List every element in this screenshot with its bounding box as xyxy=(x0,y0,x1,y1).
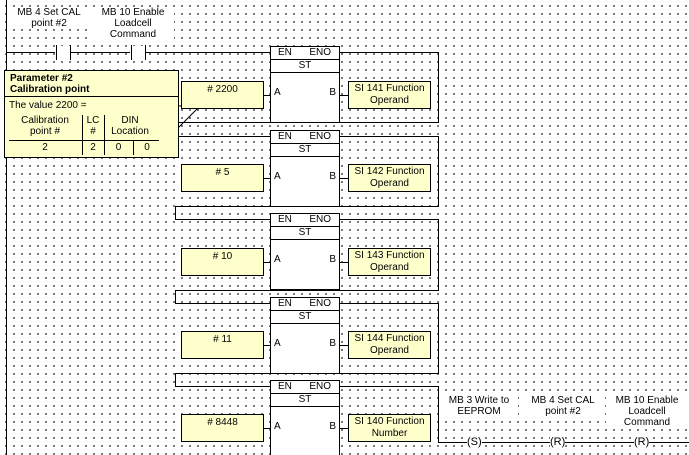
tooltip-header-lc: LC # xyxy=(86,115,100,137)
input-a-label: A xyxy=(274,171,281,182)
en-label: EN xyxy=(278,381,292,392)
en-label: EN xyxy=(278,131,292,142)
output-operand-box[interactable]: SI 143 Function Operand xyxy=(348,248,431,276)
output-b-label: B xyxy=(329,254,336,265)
input-value-box[interactable]: # 5 xyxy=(181,164,264,192)
parameter-tooltip: Parameter #2 Calibration point The value… xyxy=(4,70,179,158)
st-block-1[interactable]: EN ENO ST A B xyxy=(270,46,340,123)
block-name: ST xyxy=(271,226,339,240)
tooltip-value-lc: 2 xyxy=(90,142,96,153)
coil-reset-mb10[interactable]: (R) xyxy=(634,436,650,448)
tooltip-value-din: 0 xyxy=(115,142,122,153)
block-name: ST xyxy=(271,143,339,157)
st-block-5[interactable]: EN ENO ST A B xyxy=(270,380,340,455)
input-value-box[interactable]: # 11 xyxy=(181,331,264,359)
eno-label: ENO xyxy=(309,214,331,225)
tooltip-divider xyxy=(133,140,134,155)
tooltip-row-divider xyxy=(9,140,159,141)
block-name: ST xyxy=(271,59,339,73)
eno-label: ENO xyxy=(309,47,331,58)
tooltip-divider xyxy=(82,115,83,155)
en-label: EN xyxy=(278,214,292,225)
contact-mb10[interactable] xyxy=(130,44,146,60)
en-label: EN xyxy=(278,47,292,58)
tooltip-subtitle: Calibration point xyxy=(5,84,178,97)
eno-label: ENO xyxy=(309,131,331,142)
st-block-2[interactable]: EN ENO ST A B xyxy=(270,130,340,207)
st-block-4[interactable]: EN ENO ST A B xyxy=(270,297,340,374)
coil-label-mb4: MB 4 Set CAL point #2 xyxy=(524,395,602,417)
en-label: EN xyxy=(278,298,292,309)
input-a-label: A xyxy=(274,421,281,432)
tooltip-header-calibration: Calibration point # xyxy=(21,115,69,137)
tooltip-divider xyxy=(104,115,105,155)
input-a-label: A xyxy=(274,338,281,349)
coil-label-mb3: MB 3 Write to EEPROM xyxy=(440,395,518,417)
eno-label: ENO xyxy=(309,381,331,392)
block-name: ST xyxy=(271,393,339,407)
coil-reset-mb4[interactable]: (R) xyxy=(550,436,566,448)
tooltip-value-calibration: 2 xyxy=(42,142,48,153)
input-a-label: A xyxy=(274,254,281,265)
output-b-label: B xyxy=(329,338,336,349)
output-function-box[interactable]: SI 140 Function Number xyxy=(348,414,431,442)
output-operand-box[interactable]: SI 144 Function Operand xyxy=(348,331,431,359)
tooltip-value-location: 0 xyxy=(144,142,150,153)
tooltip-title: Parameter #2 xyxy=(10,73,73,84)
contact-label-mb4: MB 4 Set CAL point #2 xyxy=(8,7,90,29)
output-operand-box[interactable]: SI 142 Function Operand xyxy=(348,164,431,192)
contact-mb4[interactable] xyxy=(55,44,71,60)
coil-label-mb10: MB 10 Enable Loadcell Command xyxy=(606,395,688,428)
output-b-label: B xyxy=(329,421,336,432)
block-name: ST xyxy=(271,310,339,324)
input-value-box[interactable]: # 8448 xyxy=(181,414,264,442)
input-value-box[interactable]: # 2200 xyxy=(181,81,264,109)
output-b-label: B xyxy=(329,171,336,182)
output-operand-box[interactable]: SI 141 Function Operand xyxy=(348,81,431,109)
tooltip-header-din: DIN Location xyxy=(111,115,149,137)
eno-label: ENO xyxy=(309,298,331,309)
contact-label-mb10: MB 10 Enable Loadcell Command xyxy=(92,7,174,40)
input-a-label: A xyxy=(274,87,281,98)
coil-set-mb3[interactable]: (S) xyxy=(467,436,482,448)
st-block-3[interactable]: EN ENO ST A B xyxy=(270,213,340,290)
output-b-label: B xyxy=(329,87,336,98)
input-value-box[interactable]: # 10 xyxy=(181,248,264,276)
tooltip-description: The value 2200 = xyxy=(9,100,87,111)
